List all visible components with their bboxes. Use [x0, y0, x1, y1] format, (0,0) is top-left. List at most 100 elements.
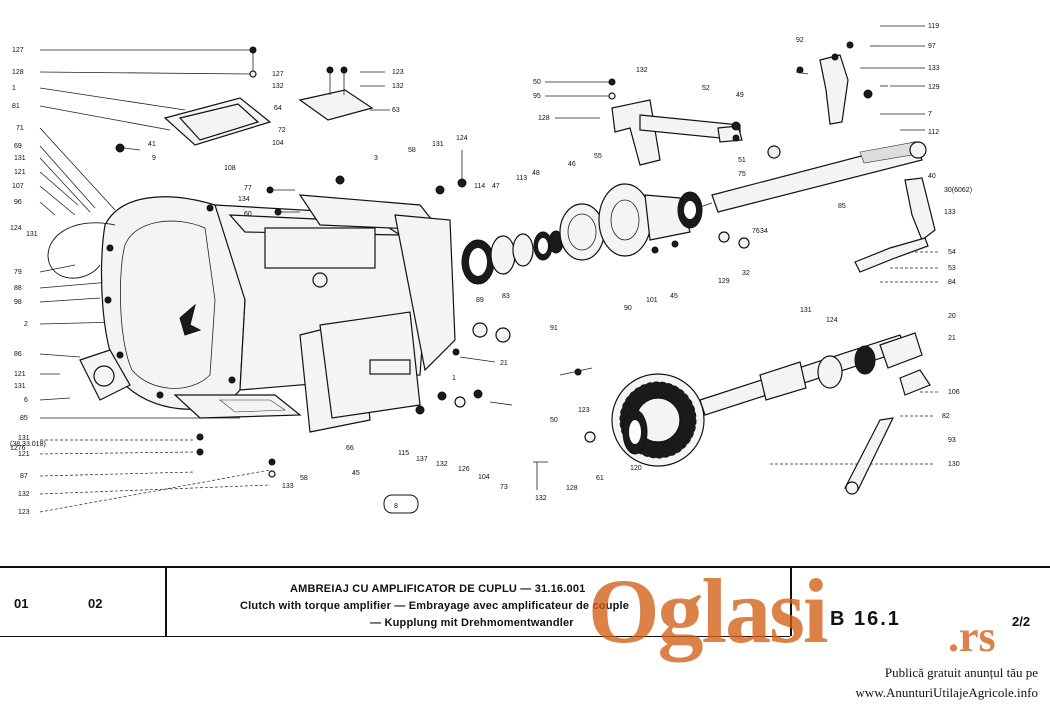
- part-callout-label: 137: [416, 456, 428, 463]
- part-callout-label: 21: [948, 335, 956, 342]
- callout-labels: 1271281817169131121107961241317988982861…: [10, 23, 972, 516]
- part-callout-label: 83: [502, 293, 510, 300]
- part-callout-label: 112: [928, 129, 939, 136]
- part-callout-label: 69: [14, 143, 22, 150]
- sheet-number: 2/2: [1012, 614, 1031, 629]
- part-callout-label: 8: [394, 503, 398, 510]
- part-callout-label: 123: [392, 69, 404, 76]
- part-callout-label: 123: [578, 407, 590, 414]
- fasteners: [115, 66, 809, 490]
- bearing-stack: [461, 183, 703, 285]
- part-callout-label: 120: [630, 465, 642, 472]
- part-callout-label: 97: [928, 43, 936, 50]
- clutch-housing: [100, 194, 456, 410]
- part-callout-label: 49: [736, 92, 744, 99]
- part-callout-label: 7: [928, 111, 932, 118]
- part-callout-label: 119: [928, 23, 939, 30]
- drawing-code: B 16.1: [830, 608, 901, 630]
- part-callout-label: 21: [500, 360, 508, 367]
- part-callout-label: 87: [20, 473, 28, 480]
- title-block-col1: 01: [14, 596, 29, 611]
- watermark-logo: Oglasi: [588, 560, 828, 662]
- part-callout-label: 30(6062): [944, 187, 972, 194]
- oil-pipe: [47, 222, 116, 279]
- part-callout-label: 129: [928, 84, 940, 91]
- part-callout-label: 45: [352, 470, 360, 477]
- part-callout-label: 85: [838, 203, 846, 210]
- part-callout-label: 1276: [10, 445, 26, 452]
- part-callout-label: 92: [796, 37, 804, 44]
- title-block-divider-1: [165, 566, 167, 636]
- part-callout-label: 60: [244, 211, 252, 218]
- part-callout-label: 50: [533, 79, 541, 86]
- part-callout-label: 51: [738, 157, 746, 164]
- title-block-col2: 02: [88, 596, 103, 611]
- part-callout-label: 131: [14, 155, 26, 162]
- watermark-logo-suffix: .rs: [948, 612, 996, 661]
- part-callout-label: 128: [12, 69, 24, 76]
- part-callout-label: 84: [948, 279, 956, 286]
- part-callout-label: 132: [392, 83, 404, 90]
- watermark-credit-line1: Publică gratuit anunțul tău pe: [884, 665, 1038, 680]
- part-callout-label: 88: [14, 285, 22, 292]
- side-covers: [79, 311, 421, 433]
- part-callout-label: 131: [14, 383, 26, 390]
- part-callout-label: 6: [24, 397, 28, 404]
- part-callout-label: 1: [452, 375, 456, 382]
- part-callout-label: 95: [533, 93, 541, 100]
- part-callout-label: 66: [346, 445, 354, 452]
- title-block-bottom-rule: [0, 636, 790, 637]
- part-callout-label: 128: [566, 485, 578, 492]
- part-callout-label: 2: [24, 321, 28, 328]
- part-callout-label: (38.33.018): [10, 441, 46, 448]
- part-callout-label: 129: [718, 278, 730, 285]
- part-callout-label: 113: [516, 175, 527, 182]
- part-callout-label: 127: [272, 71, 284, 78]
- title-block-top-rule: [0, 566, 1050, 568]
- shift-fork: [608, 78, 743, 166]
- part-callout-label: 89: [476, 297, 484, 304]
- top-cover-gasket: [163, 46, 374, 146]
- part-callout-label: 72: [278, 127, 286, 134]
- part-callout-label: 40: [928, 173, 936, 180]
- part-callout-label: 127: [12, 47, 24, 54]
- part-callout-label: 133: [944, 209, 956, 216]
- part-callout-label: 98: [14, 299, 22, 306]
- part-callout-label: 121: [14, 371, 26, 378]
- title-german: — Kupplung mit Drehmomentwandler: [370, 617, 574, 629]
- part-callout-label: 132: [535, 495, 547, 502]
- watermark-credit: Publică gratuit anunțul tău pe www.Anunt…: [808, 663, 1038, 703]
- part-callout-label: 86: [14, 351, 22, 358]
- part-callout-label: 61: [596, 475, 604, 482]
- part-callout-label: 52: [702, 85, 710, 92]
- oglasi-watermark: Oglasi .rs Publică gratuit anunțul tău p…: [588, 565, 1043, 715]
- part-callout-label: 55: [594, 153, 602, 160]
- part-callout-label: 133: [928, 65, 940, 72]
- title-romanian: AMBREIAJ CU AMPLIFICATOR DE CUPLU — 31.1…: [290, 583, 586, 595]
- part-callout-label: 108: [224, 165, 236, 172]
- input-shaft: [699, 141, 927, 213]
- part-callout-label: 34: [760, 228, 768, 235]
- part-callout-label: 53: [948, 265, 956, 272]
- part-callout-label: 58: [300, 475, 308, 482]
- part-callout-label: 123: [18, 509, 30, 516]
- part-callout-label: 131: [432, 141, 444, 148]
- part-callout-label: 106: [948, 389, 960, 396]
- part-callout-label: 73: [500, 484, 508, 491]
- title-block: 01 02 AMBREIAJ CU AMPLIFICATOR DE CUPLU …: [0, 566, 1050, 721]
- part-callout-label: 114: [474, 183, 485, 190]
- title-block-divider-2: [790, 566, 792, 636]
- part-callout-label: 90: [624, 305, 632, 312]
- part-callout-label: 75: [738, 171, 746, 178]
- part-callout-label: 54: [948, 249, 956, 256]
- part-callout-label: 101: [646, 297, 658, 304]
- torque-gear-assembly: [611, 332, 931, 495]
- part-callout-label: 121: [14, 169, 26, 176]
- part-callout-label: 50: [550, 417, 558, 424]
- part-callout-label: 81: [12, 103, 20, 110]
- part-callout-label: 85: [20, 415, 28, 422]
- part-callout-label: 133: [282, 483, 294, 490]
- part-callout-label: 131: [18, 435, 30, 442]
- part-callout-label: 48: [532, 170, 540, 177]
- part-callout-label: 132: [18, 491, 30, 498]
